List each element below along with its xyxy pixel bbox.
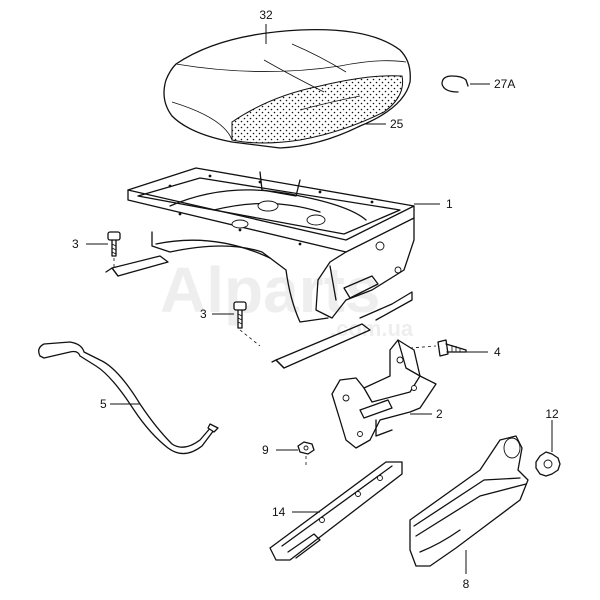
- bolt-4: [409, 339, 467, 357]
- rod-5: [38, 341, 219, 455]
- callout-3-upper: 3: [72, 237, 79, 251]
- callout-12: 12: [545, 407, 559, 421]
- callout-5: 5: [100, 397, 107, 411]
- watermark: Alparts .com.ua: [160, 254, 414, 341]
- bolt-3-upper: [107, 231, 121, 270]
- leader-lines: [86, 24, 553, 574]
- callout-4: 4: [494, 345, 501, 359]
- callouts: 32 27A 25 1 3 3 4 5 2 12 9 14 8: [72, 8, 559, 591]
- callout-27a: 27A: [494, 77, 515, 91]
- bolt-3-lower: [233, 301, 261, 347]
- knob-12: [535, 451, 561, 477]
- callout-8: 8: [463, 577, 470, 591]
- seat-cushion-32: [163, 29, 411, 149]
- watermark-brand: Alparts: [160, 254, 381, 326]
- callout-25: 25: [390, 117, 404, 131]
- clip-27a: [441, 75, 469, 93]
- callout-14: 14: [272, 505, 286, 519]
- callout-9: 9: [262, 443, 269, 457]
- callout-1: 1: [446, 197, 453, 211]
- trim-cover-8: [409, 435, 529, 567]
- callout-3-lower: 3: [200, 307, 207, 321]
- bracket-2: [331, 339, 437, 449]
- rail-14: [269, 461, 403, 561]
- callout-2: 2: [436, 407, 443, 421]
- watermark-domain: .com.ua: [330, 316, 414, 341]
- callout-32: 32: [259, 8, 273, 22]
- seat-frame-1: [105, 167, 415, 369]
- nut-9: [297, 441, 315, 468]
